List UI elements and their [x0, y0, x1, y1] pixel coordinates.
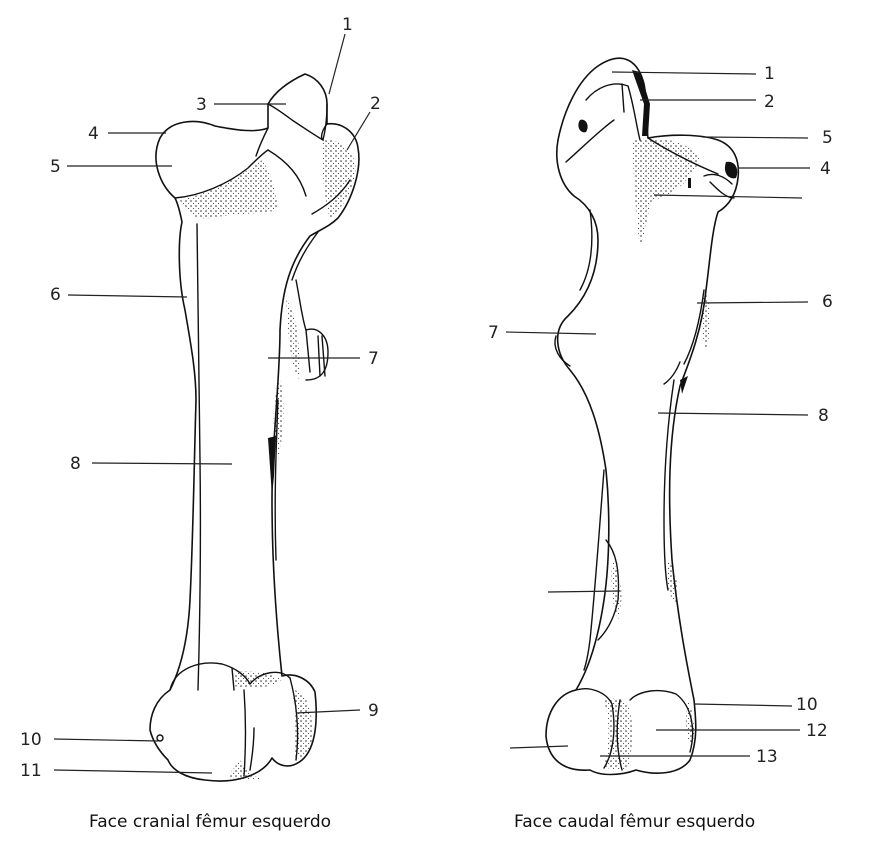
cranial-label-2: 2	[370, 94, 381, 114]
cranial-label-8: 8	[70, 454, 81, 474]
cranial-label-4: 4	[88, 124, 99, 144]
cranial-label-6: 6	[50, 285, 61, 305]
femur-caudal-drawing	[546, 58, 738, 774]
caudal-label-13: 13	[756, 747, 778, 767]
cranial-caption: Face cranial fêmur esquerdo	[89, 812, 331, 832]
cranial-label-11: 11	[20, 761, 42, 781]
caudal-caption: Face caudal fêmur esquerdo	[514, 812, 755, 832]
caudal-label-5: 5	[822, 128, 833, 148]
cranial-label-9: 9	[368, 701, 379, 721]
caudal-label-12: 12	[806, 721, 828, 741]
caudal-label-8: 8	[818, 406, 829, 426]
cranial-label-10: 10	[20, 730, 42, 750]
caudal-label-4: 4	[820, 159, 831, 179]
femur-cranial-drawing	[150, 74, 359, 781]
caudal-label-10: 10	[796, 695, 818, 715]
cranial-label-5: 5	[50, 157, 61, 177]
caudal-label-1: 1	[764, 64, 775, 84]
caudal-label-7: 7	[488, 323, 499, 343]
caudal-label-6: 6	[822, 292, 833, 312]
cranial-label-1: 1	[342, 15, 353, 35]
caudal-label-2: 2	[764, 92, 775, 112]
cranial-label-7: 7	[368, 349, 379, 369]
cranial-label-3: 3	[196, 95, 207, 115]
